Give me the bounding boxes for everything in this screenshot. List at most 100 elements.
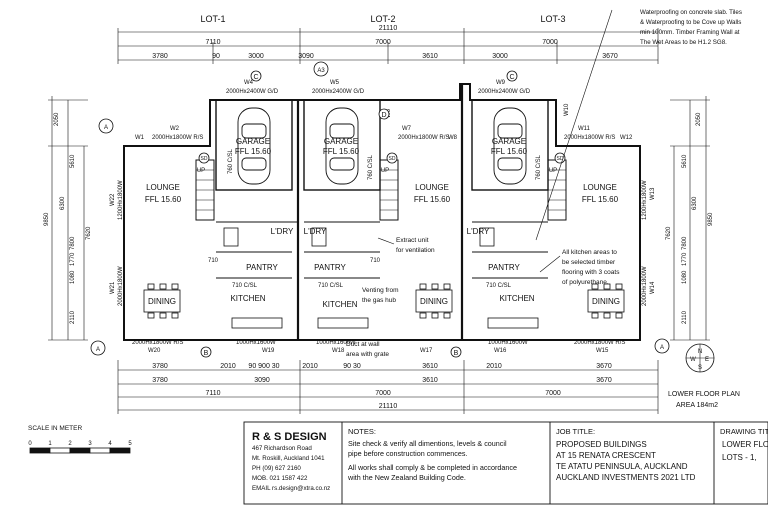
lounge-ffl-1: FFL 15.60 [145, 195, 182, 204]
duct-note: Duct at wall area with grate [346, 341, 389, 358]
window-spec: 2000Hx1800W R/S [398, 135, 449, 141]
svg-text:Duct at wall: Duct at wall [346, 341, 380, 348]
garage-car-3 [493, 107, 527, 185]
grid-bubble-label: C [253, 74, 258, 81]
window-label-w16: W16 [494, 348, 507, 354]
window-spec: 2000Hx1800W [118, 266, 124, 306]
kitchen-label-1: KITCHEN [230, 294, 265, 303]
dim-right: 5610 [682, 154, 688, 168]
dim-top-part: 3670 [602, 53, 618, 60]
lounge-label-2: LOUNGE [415, 183, 449, 192]
dim-right: 2110 [682, 310, 688, 324]
ceiling-label: 710 [208, 258, 219, 264]
job-line: AUCKLAND INVESTMENTS 2021 LTD [556, 473, 696, 482]
scale-tick: 5 [128, 441, 132, 447]
window-spec: 1200Hx1800W [642, 180, 648, 220]
dim-top-sub-2: 7000 [375, 39, 391, 46]
dim-bottom-overall: 21110 [379, 403, 398, 410]
garage-door-spec: 2000Hx2400W G/D [312, 89, 365, 95]
firm-email: EMAIL rs.design@xtra.co.nz [252, 485, 330, 492]
firm-mobile: MOB. 021 1587 422 [252, 475, 308, 482]
garage-label-1: GARAGE [236, 137, 270, 146]
grid-bubble-label: B [454, 350, 459, 357]
notes-line: pipe before construction commences. [348, 449, 467, 458]
lot-label-1: LOT-1 [200, 14, 225, 24]
dim-right: 2050 [696, 112, 702, 126]
scale-label: SCALE IN METER [28, 425, 82, 432]
window-label-w5: W5 [330, 80, 340, 86]
laundry-label-2: L'DRY [304, 227, 327, 236]
svg-text:flooring with 3 coats: flooring with 3 coats [562, 269, 620, 276]
job-line: AT 15 RENATA CRESCENT [556, 451, 656, 460]
scale-tick: 0 [28, 441, 32, 447]
notes-line: All works shall comply & be completed in… [348, 463, 517, 472]
dim-right: 9850 [708, 212, 714, 226]
dim-bottom-part: 90 30 [343, 363, 361, 370]
dim-bottom-part: 90 900 30 [248, 363, 279, 370]
plan-area: AREA 184m2 [676, 402, 718, 409]
garage-ffl-2: FFL 15.60 [323, 147, 360, 156]
window-label-w8: W8 [448, 135, 458, 141]
svg-text:& Waterproofing to be Cove up: & Waterproofing to be Cove up Walls [640, 19, 741, 26]
lounge-ffl-2: FFL 15.60 [414, 195, 451, 204]
svg-text:S: S [698, 365, 702, 371]
window-label-w15: W15 [596, 348, 609, 354]
svg-text:Waterproofing on concrete slab: Waterproofing on concrete slab. Tiles [640, 9, 742, 16]
garage-door-spec: 2000Hx2400W G/D [478, 89, 531, 95]
dim-left: 2110 [70, 310, 76, 324]
notes-line: with the New Zealand Building Code. [347, 473, 466, 482]
svg-text:N: N [698, 349, 702, 355]
bottom-dimension-lines [117, 360, 659, 414]
dim-bottom-part: 3780 [152, 363, 168, 370]
dim-right: 1770 [682, 252, 688, 266]
stair-up-label: UP [197, 168, 205, 174]
dim-top-sub-1: 7110 [205, 39, 220, 46]
stair-treads [196, 169, 566, 211]
dim-left: 9850 [44, 212, 50, 226]
window-label-w21: W21 [110, 281, 116, 294]
svg-text:for ventilation: for ventilation [396, 247, 435, 254]
garage-ffl-1: FFL 15.60 [235, 147, 272, 156]
venting-note: Venting from the gas hub [362, 287, 399, 304]
window-label-w12: W12 [620, 135, 633, 141]
garage-car-1 [237, 107, 271, 185]
dim-bottom-part: 3610 [422, 363, 438, 370]
dim-bottom-part: 3780 [152, 377, 168, 384]
garage-ffl-3: FFL 15.60 [491, 147, 528, 156]
dim-right: 1080 [682, 270, 688, 284]
kitchen-label-3: KITCHEN [499, 294, 534, 303]
dining-label-3: DINING [592, 297, 620, 306]
window-label-w19: W19 [262, 348, 275, 354]
dining-table-1 [143, 283, 181, 319]
svg-text:min 100mm. Timber Framing Wall: min 100mm. Timber Framing Wall at [640, 29, 740, 36]
drawing-heading: DRAWING TITL [720, 427, 768, 436]
smoke-detector-label: SD [389, 156, 396, 162]
dining-label-1: DINING [148, 297, 176, 306]
ceiling-label: 760 C/SL [228, 148, 234, 174]
firm-address-line: 467 Richardson Road [252, 445, 312, 452]
dim-left: 7620 [86, 226, 92, 240]
smoke-detector-label: SD [201, 156, 208, 162]
firm-phone: PH (09) 627 2160 [252, 465, 301, 472]
job-heading: JOB TITLE: [556, 427, 595, 436]
svg-text:Extract unit: Extract unit [396, 237, 429, 244]
window-label-w9: W9 [496, 80, 506, 86]
grid-bubble-label: D [381, 112, 386, 119]
section-callout: A3 [317, 68, 325, 74]
window-spec: 2000Hx1800W R/S [132, 340, 183, 346]
window-label-w13: W13 [650, 187, 656, 200]
svg-text:E: E [705, 357, 709, 363]
job-line: PROPOSED BUILDINGS [556, 440, 647, 449]
lot-label-2: LOT-2 [370, 14, 395, 24]
kitchen-floor-note: All kitchen areas to be selected timber … [562, 249, 620, 286]
dim-bottom-sub-3: 7000 [545, 390, 561, 397]
notes-heading: NOTES: [348, 427, 376, 436]
window-label-w10: W10 [564, 103, 570, 116]
drawing-line: LOWER FLO [722, 440, 768, 449]
dim-right: 7800 [682, 236, 688, 250]
scale-tick: 3 [88, 441, 92, 447]
building-walls [123, 83, 641, 341]
dim-right: 6300 [692, 196, 698, 210]
ceiling-label: 710 C/SL [232, 283, 258, 289]
lounge-ffl-3: FFL 15.60 [582, 195, 619, 204]
